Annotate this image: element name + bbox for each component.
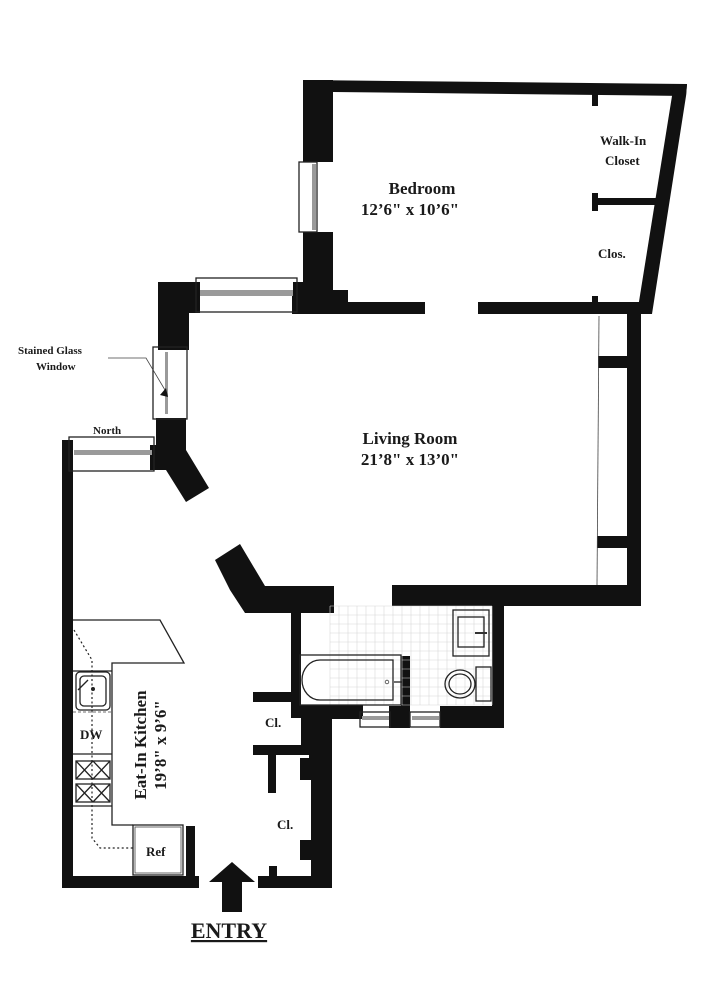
- bedroom-name: Bedroom: [389, 179, 456, 198]
- walk-in-closet-label-1: Walk-In: [600, 133, 647, 148]
- kitchen-dimensions: 19’8" x 9’6": [151, 700, 170, 790]
- refrigerator-icon: [132, 824, 184, 876]
- living-room-walls: [150, 282, 641, 613]
- refrigerator-label: Ref: [146, 844, 166, 859]
- bedroom-dimensions: 12’6" x 10’6": [361, 200, 459, 219]
- gas-line: [73, 629, 133, 849]
- entry-label: ENTRY: [191, 918, 267, 943]
- walk-in-closet-label-2: Closet: [605, 153, 640, 168]
- stained-glass-label-1: Stained Glass: [18, 345, 83, 357]
- living-room-dimensions: 21’8" x 13’0": [361, 450, 459, 469]
- living-room-name: Living Room: [363, 429, 458, 448]
- bathroom-windows: [359, 711, 441, 728]
- bathroom-walls: [253, 603, 504, 728]
- bedroom-walls: [292, 80, 687, 314]
- kitchen-sink-icon: [75, 671, 111, 711]
- living-room-shelf-line: [596, 315, 600, 586]
- living-room-window: [195, 277, 298, 313]
- north-window: [68, 436, 155, 472]
- bedroom-window: [298, 161, 318, 233]
- bathtub-icon: [299, 654, 402, 706]
- entry-arrow-icon: [209, 862, 255, 912]
- toilet-icon: [444, 666, 492, 702]
- stained-glass-window: [152, 346, 188, 420]
- hall-closet-walls: [253, 718, 332, 888]
- dishwasher-label: DW: [80, 727, 102, 742]
- stained-glass-leader: [108, 357, 168, 397]
- bathroom-sink-icon: [452, 609, 490, 657]
- kitchen-name: Eat-In Kitchen: [131, 690, 150, 800]
- kitchen-walls: [62, 440, 199, 888]
- hall-closet-1-label: Cl.: [265, 715, 281, 730]
- stained-glass-label-2: Window: [36, 361, 76, 373]
- north-label: North: [93, 425, 121, 437]
- bedroom-closet-label: Clos.: [598, 246, 626, 261]
- hall-closet-2-label: Cl.: [277, 817, 293, 832]
- stove-burners-icon: [75, 760, 111, 803]
